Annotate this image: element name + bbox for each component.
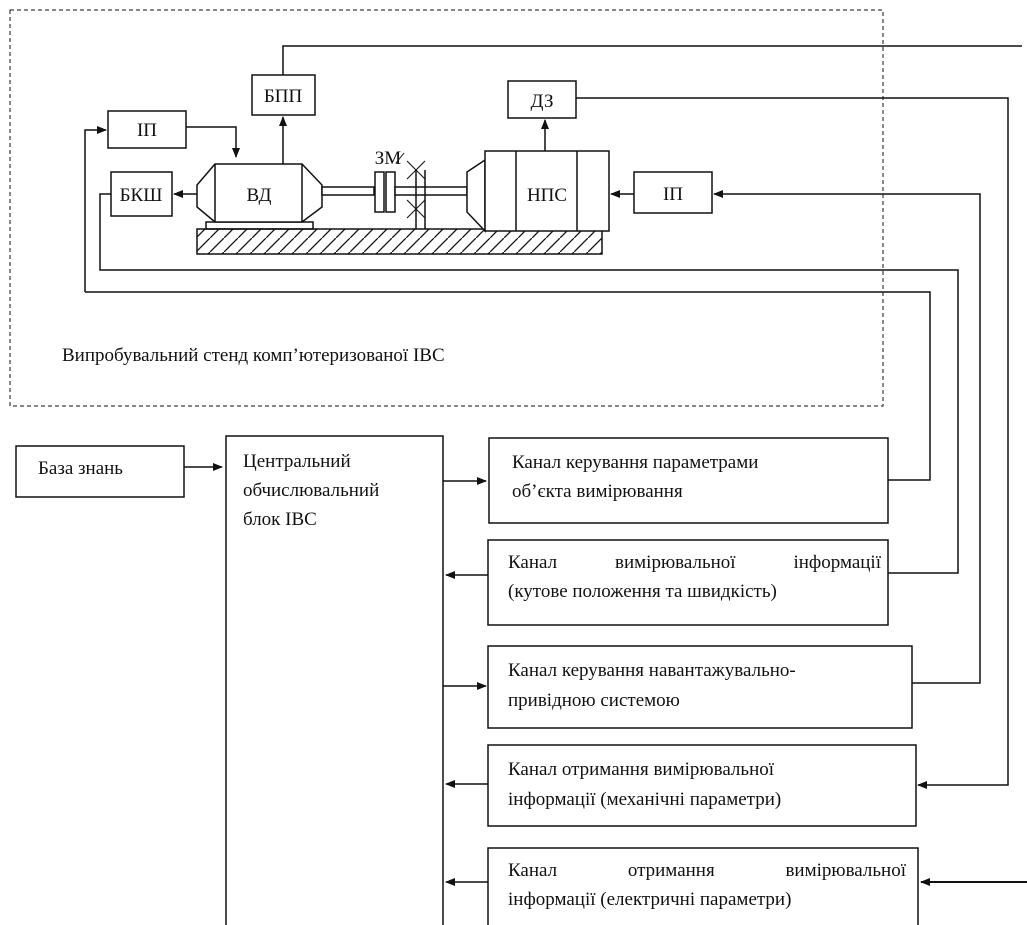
channel1-to-ip-left-line — [85, 291, 931, 481]
channel-3-line-2: привідною системою — [508, 690, 680, 711]
dz-label: ДЗ — [531, 91, 554, 112]
bpp-output-line — [282, 45, 1022, 75]
ip-right-box — [633, 171, 713, 214]
motor-shaft — [321, 186, 375, 196]
dz-to-channel4-line — [576, 97, 1009, 789]
bearing-crosses — [406, 160, 426, 219]
channel-box-2 — [487, 539, 889, 626]
central-block-line-2: обчислювальний — [243, 480, 379, 501]
ip-left-to-motor-line — [186, 126, 240, 158]
bksh-to-channel2-line — [99, 193, 959, 574]
motor-foot — [205, 221, 314, 230]
channel-box-3 — [487, 645, 913, 729]
channel-box-4 — [487, 744, 917, 827]
stand-caption: Випробувальний стенд комп’ютеризованої І… — [62, 345, 445, 366]
zm-label: ЗМ — [375, 148, 402, 169]
motor-vd-shape — [196, 163, 323, 223]
dz-box — [507, 80, 577, 119]
bksh-label: БКШ — [120, 185, 163, 206]
channel-5-line-2: інформації (електричні параметри) — [508, 889, 792, 910]
nps-body — [484, 150, 610, 232]
channel-5-line-1: Канал отримання вимірювальної — [508, 860, 906, 881]
central-block-line-3: блок ІВС — [243, 509, 317, 530]
base-plate — [196, 228, 603, 255]
bpp-label: БПП — [264, 86, 303, 107]
ip-left-feedback-line — [84, 126, 107, 292]
coupling-right-flange — [385, 171, 396, 213]
channel-3-line-1: Канал керування навантажувально- — [508, 660, 796, 681]
channel-1-line-2: об’єкта вимірювання — [512, 481, 683, 502]
channel-4-line-1: Канал отримання вимірювальної — [508, 759, 775, 780]
coupling-shaft — [394, 186, 468, 196]
channel-4-line-2: інформації (механічні параметри) — [508, 789, 781, 810]
knowledge-base-box — [15, 445, 185, 498]
channel-2-line-1: Канал вимірювальної інформації — [508, 552, 881, 573]
test-stand-boundary — [9, 9, 884, 407]
vd-label: ВД — [247, 185, 272, 206]
nps-label: НПС — [527, 185, 567, 206]
coupling-left-flange — [374, 171, 385, 213]
channel-box-5 — [487, 847, 919, 925]
central-block-line-1: Центральний — [243, 451, 351, 472]
knowledge-base-label: База знань — [38, 458, 123, 479]
ip-right-label: ІП — [663, 184, 683, 205]
nps-shape — [466, 158, 486, 233]
channel-2-line-2: (кутове положення та швидкість) — [508, 581, 777, 602]
ip-left-box — [107, 110, 187, 149]
zm-leader-line — [395, 152, 405, 164]
channel-1-line-1: Канал керування параметрами — [512, 452, 758, 473]
channel3-to-ip-right-line — [713, 190, 981, 684]
ip-left-label: ІП — [137, 120, 157, 141]
